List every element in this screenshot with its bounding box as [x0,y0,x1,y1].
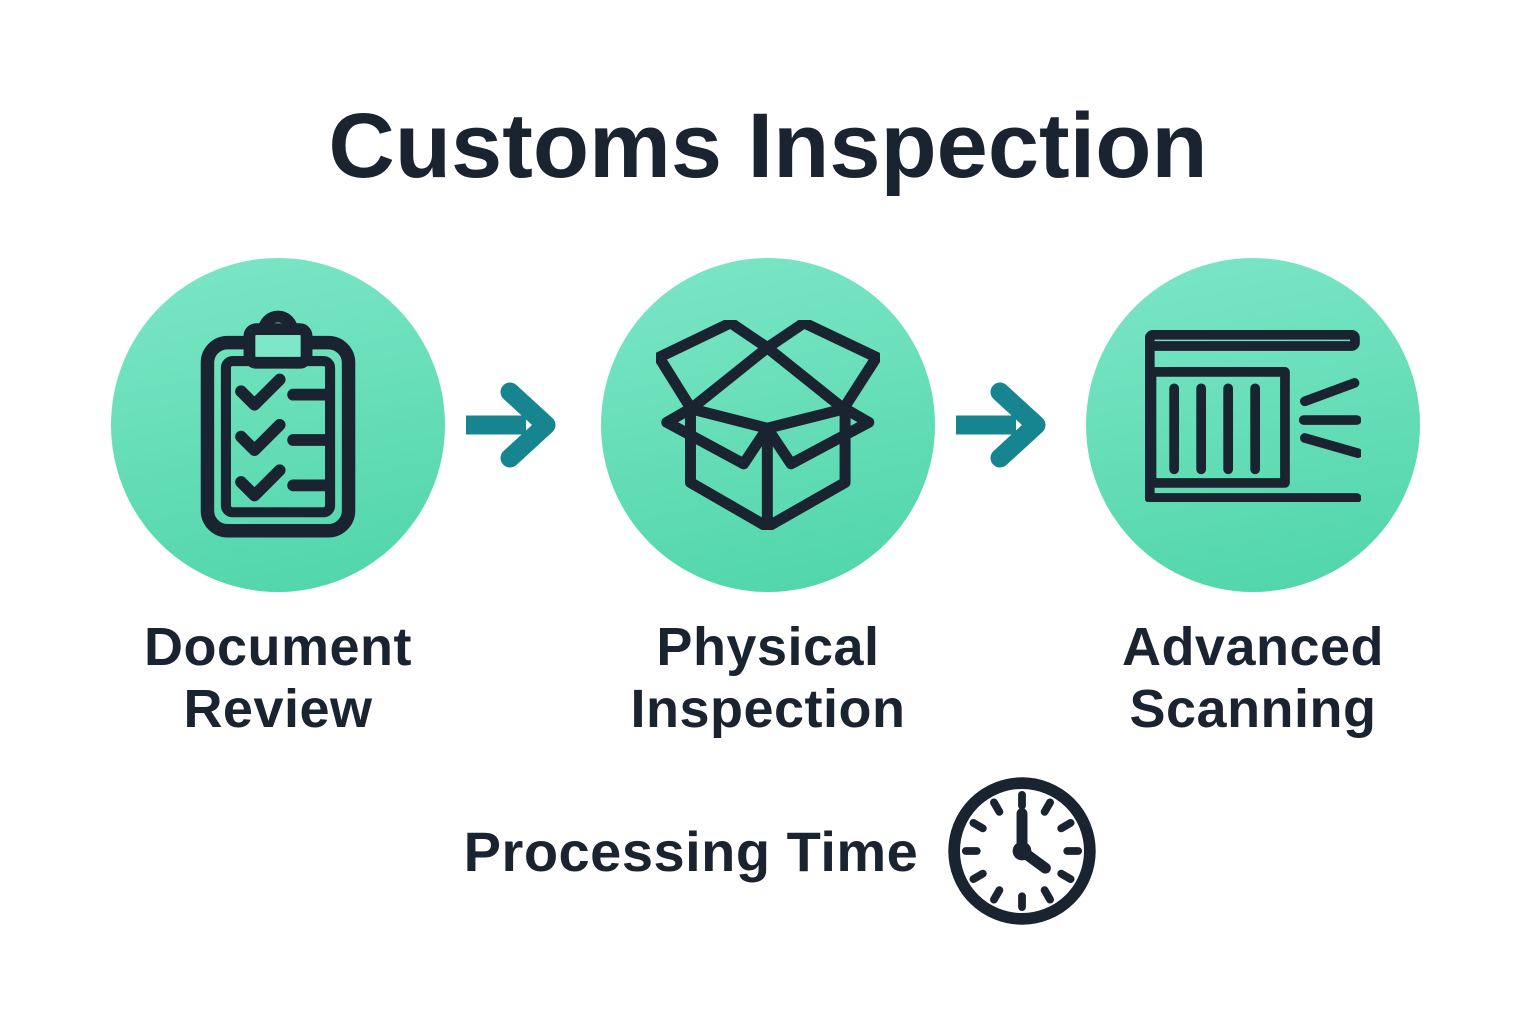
step-label: Advanced Scanning [1121,617,1385,739]
step-label: Physical Inspection [630,617,906,739]
step-physical-inspection: Physical Inspection [538,258,998,740]
step-circle [1086,258,1420,592]
step-document-review: Document Review [48,258,508,740]
processing-time-row: Processing Time [14,773,1536,929]
step-advanced-scanning: Advanced Scanning [1023,258,1483,740]
clipboard-checklist-icon [200,310,356,538]
clock-icon [948,777,1097,925]
container-scan-icon [1145,329,1361,503]
open-box-icon [656,319,880,531]
step-circle [601,258,935,592]
step-label: Document Review [143,617,412,739]
arrow-right-icon [956,382,1046,468]
arrow-right-icon [466,382,556,468]
processing-time-label: Processing Time [463,819,919,883]
step-circle [111,258,445,592]
page-title: Customs Inspection [328,95,1208,197]
